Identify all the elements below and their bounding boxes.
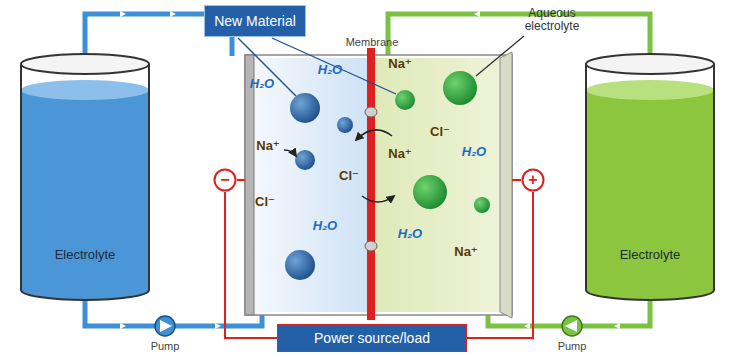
ion-spheres [474, 197, 490, 213]
ion-spheres [337, 117, 353, 133]
ion-label: Cl⁻ [430, 125, 450, 139]
leader-line [238, 36, 524, 96]
ion-spheres [443, 71, 477, 105]
molecule-label: H₂O [462, 145, 486, 159]
flow-arrows [614, 323, 620, 329]
tank-outline [18, 50, 152, 304]
ion-arrows [356, 130, 392, 140]
pump-symbol [160, 320, 172, 332]
molecule-label: H₂O [313, 219, 337, 233]
tank-lid [21, 54, 149, 74]
flow-arrows [120, 323, 126, 329]
electrode-wire [237, 179, 245, 181]
ion-arrows [362, 196, 394, 202]
terminal-circle [523, 170, 544, 191]
ion-spheres [285, 250, 315, 280]
electrode-wire [237, 179, 521, 181]
flow-arrows [524, 323, 530, 329]
flow-arrows [170, 11, 176, 17]
ion-spheres [395, 90, 415, 110]
pump-symbol [565, 320, 577, 332]
tank-wall [586, 64, 714, 300]
ion-label: Na⁺ [454, 245, 477, 259]
electrolyte-callout: Aqueous electrolyte [513, 7, 591, 33]
ion-label: Cl⁻ [255, 195, 275, 209]
flow-cell [365, 241, 377, 251]
tank-label: Electrolyte [620, 247, 681, 262]
ion-arrows [284, 150, 296, 156]
ion-spheres [290, 93, 320, 123]
tank-lid [586, 54, 714, 74]
terminal-sign: − [213, 168, 237, 192]
terminal-circle [215, 170, 236, 191]
leader-line [238, 38, 296, 96]
flow-cell [245, 55, 254, 315]
tank-liquid [21, 90, 149, 300]
tank-outline [583, 50, 717, 304]
molecule-label: H₂O [318, 63, 342, 77]
polarity-sign: + [528, 172, 537, 188]
polarity-sign: − [220, 172, 229, 188]
ion-label: Cl⁻ [339, 169, 359, 183]
box-label: New Material [214, 13, 296, 29]
ion-arrows [284, 130, 394, 202]
flow-cell [375, 58, 500, 312]
flow-cell [500, 52, 512, 318]
ion-spheres [413, 175, 447, 209]
electrolyte-tank: Electrolyte [583, 50, 717, 304]
flow-cell [365, 107, 377, 117]
power-wire [225, 192, 277, 338]
molecule-label: H₂O [398, 227, 422, 241]
ion-spheres [285, 71, 490, 280]
pump-label: Pump [558, 340, 587, 352]
ion-spheres [295, 150, 315, 170]
box-label: Power source/load [314, 330, 430, 346]
pump-symbol [562, 316, 582, 336]
tank-liquid [21, 80, 149, 100]
flow-arrows [120, 11, 126, 17]
flow-cell [254, 58, 367, 312]
terminal-sign: + [521, 168, 545, 192]
tank-liquid [586, 80, 714, 100]
membrane-label: Membrane [346, 36, 399, 48]
flow-cell [245, 55, 512, 315]
ion-label: Na⁺ [256, 139, 279, 153]
power-box: Power source/load [277, 324, 467, 352]
material-box: New Material [204, 5, 306, 37]
tank-label: Electrolyte [55, 247, 116, 262]
flow-arrows [120, 11, 620, 329]
molecule-label: H₂O [250, 77, 274, 91]
tank-liquid [586, 90, 714, 300]
electrode-wire [512, 179, 521, 181]
flow-arrows [215, 323, 221, 329]
pump-label: Pump [151, 340, 180, 352]
ion-label: Na⁺ [388, 57, 411, 71]
flow-arrows [474, 11, 480, 17]
ion-label: Na⁺ [388, 147, 411, 161]
flow-cell [367, 48, 375, 320]
pump-symbol [155, 316, 175, 336]
leader-line [476, 36, 524, 76]
electrolyte-tank: Electrolyte [18, 50, 152, 304]
tank-wall [21, 64, 149, 300]
flow-cell [245, 48, 512, 320]
power-wire [467, 192, 533, 338]
